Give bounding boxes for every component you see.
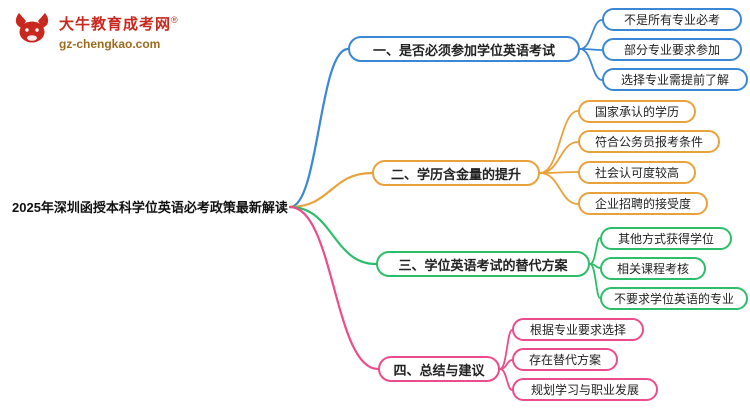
site-url: gz-chengkao.com [59, 37, 161, 51]
connector-main-branch1 [288, 47, 350, 209]
connector-branch3-child1 [589, 237, 601, 265]
child-node: 不要求学位英语的专业 [600, 287, 748, 310]
connector-branch1-child2 [579, 48, 603, 51]
child-node: 规划学习与职业发展 [512, 378, 658, 401]
child-node: 其他方式获得学位 [600, 227, 732, 250]
connector-branch1-child1 [579, 19, 603, 50]
child-node: 社会认可度较高 [578, 161, 696, 184]
child-node: 部分专业要求参加 [602, 38, 742, 61]
connector-main-branch4 [288, 205, 380, 371]
site-logo: 大牛教育成考网® gz-chengkao.com [12, 10, 179, 51]
branch-node-4: 四、总结与建议 [378, 356, 500, 382]
child-node: 存在替代方案 [512, 348, 618, 371]
connector-branch3-child2 [589, 263, 601, 269]
connector-main-branch2 [288, 171, 374, 209]
bull-logo-icon [15, 13, 49, 43]
connector-branch3-child3 [589, 263, 601, 299]
site-name: 大牛教育成考网® [59, 15, 179, 33]
child-node: 不是所有专业必考 [602, 8, 742, 31]
connector-branch1-child3 [579, 48, 603, 81]
logo-text: 大牛教育成考网® gz-chengkao.com [59, 10, 179, 51]
connector-branch2-child1 [539, 110, 579, 174]
connector-branch4-child2 [499, 359, 513, 370]
connector-main-branch3 [288, 205, 378, 266]
connector-branch2-child4 [539, 172, 579, 205]
child-node: 符合公务员报考条件 [578, 130, 720, 153]
branch-node-2: 二、学历含金量的提升 [372, 160, 540, 186]
child-node: 选择专业需提前了解 [602, 68, 748, 91]
connector-branch2-child3 [539, 171, 579, 174]
connector-branch4-child3 [499, 368, 513, 391]
child-node: 国家承认的学历 [578, 100, 696, 123]
connector-branch2-child2 [539, 141, 579, 174]
connector-branch4-child1 [499, 329, 513, 370]
child-node: 企业招聘的接受度 [578, 192, 708, 215]
trademark-symbol: ® [171, 15, 179, 25]
branch-node-3: 三、学位英语考试的替代方案 [376, 251, 590, 277]
branch-node-1: 一、是否必须参加学位英语考试 [348, 36, 580, 62]
child-node: 根据专业要求选择 [512, 318, 644, 341]
main-topic: 2025年深圳函授本科学位英语必考政策最新解读 [12, 200, 288, 215]
child-node: 相关课程考核 [600, 257, 706, 280]
